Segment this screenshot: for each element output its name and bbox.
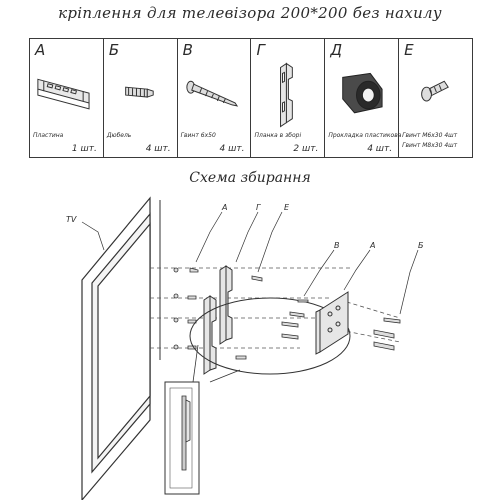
part-name: Гвинт 6х50 <box>180 132 216 139</box>
part-cell-a: А Пластина 1 шт. <box>30 39 104 157</box>
part-name: Пластина <box>33 132 64 139</box>
bracket-screws <box>235 275 263 360</box>
bracket-icon <box>280 62 294 128</box>
part-quantity: 4 шт. <box>145 144 171 154</box>
label-v: В <box>334 241 340 250</box>
part-letter: А <box>35 41 46 59</box>
dowel-icon <box>124 86 154 98</box>
part-name: Прокладка пластикова <box>328 132 402 139</box>
part-cell-e: Е Гвинт М6х30 4шт Гвинт М8х30 4шт <box>399 39 472 157</box>
part-quantity: 1 шт. <box>71 144 97 154</box>
part-letter: Б <box>108 41 120 59</box>
part-letter: Е <box>404 41 414 59</box>
assembly-diagram: TV А Г Е В А Б <box>66 196 424 500</box>
part-name: Дюбель <box>106 132 132 139</box>
zoom-connector <box>192 344 199 383</box>
part-cell-v: В Гвинт 6х50 4 шт. <box>178 39 252 157</box>
screw-icon <box>186 80 238 107</box>
leader-lines <box>81 211 419 315</box>
tv-panel <box>81 196 151 500</box>
part-quantity: 4 шт. <box>219 144 245 154</box>
wall-plate <box>315 291 349 355</box>
part-cell-d: Д Прокладка пластикова 4 шт. <box>325 39 402 157</box>
label-a-plate: А <box>369 241 375 250</box>
assembly-title: Схема збирання <box>189 170 311 186</box>
part-name: Гвинт М6х30 4шт <box>402 132 458 139</box>
wall-screws <box>281 299 401 351</box>
detail-inset <box>164 381 200 495</box>
label-tv: TV <box>66 215 77 224</box>
part-quantity: 2 шт. <box>293 144 319 154</box>
part-name-secondary: Гвинт М8х30 4шт <box>402 142 458 149</box>
parts-table: А Пластина 1 шт. Б Дюбель 4 шт. <box>29 38 473 158</box>
spacer-icon <box>342 72 383 114</box>
part-cell-g: Г Планка в зборі 2 шт. <box>251 39 326 157</box>
part-quantity: 4 шт. <box>367 144 393 154</box>
label-a-top: А <box>221 203 227 212</box>
part-letter: Г <box>256 41 265 59</box>
label-g: Г <box>256 203 261 212</box>
zoom-ellipse <box>189 297 351 375</box>
part-letter: В <box>182 41 193 59</box>
part-letter: Д <box>330 41 343 59</box>
bolts-group <box>173 267 199 350</box>
bolt-icon <box>421 80 450 102</box>
plate-icon <box>37 78 90 110</box>
page-title: кріплення для телевізора 200*200 без нах… <box>58 4 442 22</box>
brackets-group <box>203 265 233 375</box>
part-cell-b: Б Дюбель 4 шт. <box>104 39 178 157</box>
alignment-lines <box>150 267 401 349</box>
label-b: Б <box>418 241 424 250</box>
part-name: Планка в зборі <box>254 132 302 139</box>
zoom-connector <box>209 369 241 383</box>
label-e: Е <box>284 203 290 212</box>
